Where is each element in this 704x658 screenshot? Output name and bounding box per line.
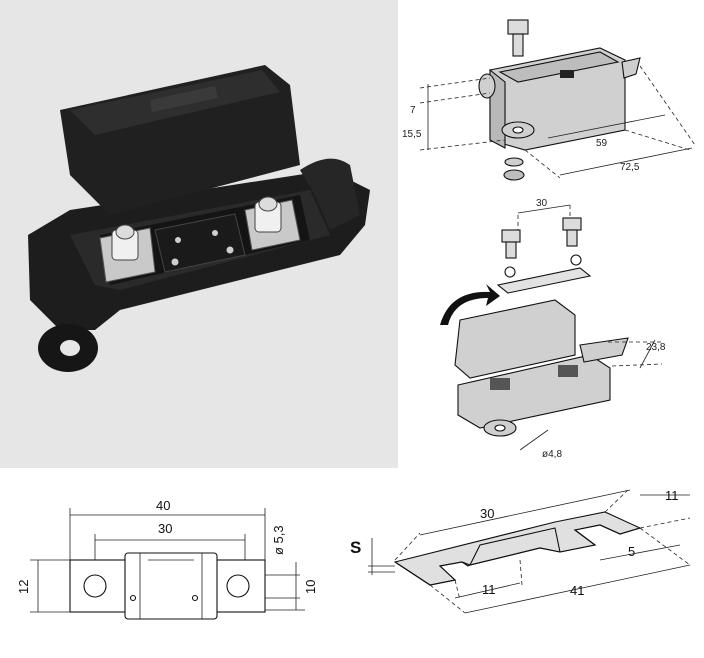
- bolt-shank: [512, 33, 524, 57]
- nut: [503, 169, 525, 181]
- washer: [504, 157, 524, 167]
- bolt-head: [562, 217, 582, 231]
- fuse-holder-photo: [28, 65, 370, 372]
- dim-label: ø4,8: [542, 449, 562, 460]
- dim-label: 7: [410, 105, 416, 116]
- thickness-label: S: [350, 538, 361, 557]
- dim-label: 11: [665, 488, 679, 503]
- fuse-body: [124, 552, 218, 620]
- fuse-dimension-diagram: 40 30 ø 5,3 12 10: [16, 498, 318, 620]
- dim-label: 30: [536, 198, 548, 209]
- dim-label: 30: [480, 506, 494, 521]
- dim-label: 72,5: [620, 162, 640, 173]
- fuse-body: [154, 213, 246, 273]
- fuse-link: [496, 267, 592, 294]
- holder-dimension-diagram: 7 15,5 59 72,5: [402, 19, 696, 181]
- dim-label: 41: [570, 583, 584, 598]
- mounting-hole: [60, 340, 80, 356]
- dim-label: 11: [482, 582, 496, 597]
- bolt-head: [507, 19, 529, 35]
- dim-label: ø 5,3: [271, 525, 286, 555]
- dim-label: 5: [628, 544, 635, 559]
- dim-label: 10: [303, 580, 318, 594]
- dim-label: 23,8: [646, 342, 666, 353]
- bolt-head: [501, 229, 521, 243]
- link-dimension-diagram: S 30 11 5 11 41: [350, 488, 691, 614]
- dim-label: 40: [156, 498, 170, 513]
- fuse-link-plate: [393, 511, 642, 586]
- assembly-diagram: 30 23,8 ø4,8: [440, 198, 666, 460]
- terminal-right: [244, 196, 301, 251]
- rotate-arrow-icon: [440, 284, 500, 325]
- holder-lid-open: [454, 299, 576, 379]
- dim-label: 59: [596, 138, 608, 149]
- dim-label: 30: [158, 521, 172, 536]
- dim-label: 15,5: [402, 129, 422, 140]
- dim-label: 12: [16, 580, 31, 594]
- terminal-left: [99, 224, 156, 283]
